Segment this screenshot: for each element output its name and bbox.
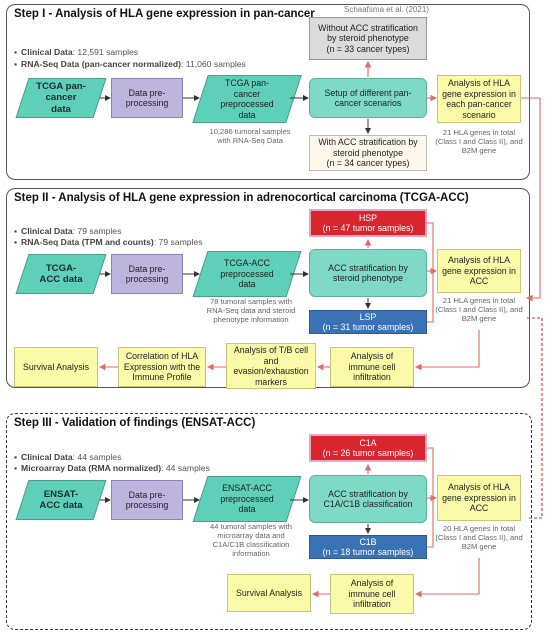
step2-title: Step II - Analysis of HLA gene expressio… xyxy=(14,192,469,204)
step1-bullet-rnaseq: RNA-Seq Data (pan-cancer normalized): 11… xyxy=(14,59,246,70)
step3-preprocessed-note: 44 tumoral samples with microarray data … xyxy=(210,522,292,558)
step2-analysis-box: Analysis of HLA gene expression in ACC xyxy=(437,249,521,293)
step2-correlation-box: Correlation of HLA Expression with the I… xyxy=(118,347,206,387)
step1-scenario-box: Setup of different pan-cancer scenarios xyxy=(309,78,427,118)
step2-preprocess-box: Data pre-processing xyxy=(111,254,183,294)
step3-stratification-box: ACC stratification by C1A/C1B classifica… xyxy=(309,475,427,523)
step2-hsp-box: HSP (n = 47 tumor samples) xyxy=(309,209,427,237)
step1-data-node: TCGA pan-cancer data xyxy=(15,78,107,118)
step1-preprocessed-node: TCGA pan-cancer preprocessed data xyxy=(192,75,302,123)
step3-data-node: ENSAT-ACC data xyxy=(15,480,107,520)
step2-data-node: TCGA-ACC data xyxy=(15,254,107,294)
step1-bullet-clinical: Clinical Data: 12,591 samples xyxy=(14,47,138,58)
step1-preprocessed-note: 10,286 tumoral samples with RNA-Seq Data xyxy=(209,127,291,145)
step3-c1b-box: C1B (n = 18 tumor samples) xyxy=(309,535,427,559)
step1-preprocess-box: Data pre-processing xyxy=(111,78,183,118)
step2-preprocessed-node: TCGA-ACC preprocessed data xyxy=(192,251,302,297)
step3-bullet-clinical: Clinical Data: 44 samples xyxy=(14,452,121,463)
step3-analysis-note: 20 HLA genes in total (Class I and Class… xyxy=(435,524,523,551)
step2-tcell-box: Analysis of T/B cell and evasion/exhaust… xyxy=(226,343,316,389)
step2-immune-box: Analysis of immune cell infiltration xyxy=(330,347,414,387)
step3-preprocess-box: Data pre-processing xyxy=(111,480,183,520)
step3-analysis-box: Analysis of HLA gene expression in ACC xyxy=(437,475,521,521)
step3-title: Step III - Validation of findings (ENSAT… xyxy=(14,417,256,429)
step3-preprocessed-node: ENSAT-ACC preprocessed data xyxy=(192,476,302,522)
step2-analysis-note: 21 HLA genes in total (Class I and Class… xyxy=(435,296,523,323)
step1-analysis-note: 21 HLA genes in total (Class I and Class… xyxy=(435,128,523,155)
step1-analysis-box: Analysis of HLA gene expression in each … xyxy=(437,75,521,123)
step2-preprocessed-note: 78 tumoral samples with RNA-Seq data and… xyxy=(206,297,296,324)
step2-survival-box: Survival Analysis xyxy=(14,347,98,387)
step1-title: Step I - Analysis of HLA gene expression… xyxy=(14,8,315,20)
step2-bullet-clinical: Clinical Data: 79 samples xyxy=(14,226,121,237)
step3-survival-box: Survival Analysis xyxy=(227,574,311,612)
step1-with-acc-box: With ACC stratification by steroid pheno… xyxy=(309,135,427,171)
step2-bullet-rnaseq: RNA-Seq Data (TPM and counts): 79 sample… xyxy=(14,237,202,248)
step2-stratification-box: ACC stratification by steroid phenotype xyxy=(309,249,427,297)
step3-c1a-box: C1A (n = 26 tumor samples) xyxy=(309,434,427,462)
step1-citation: Schaafsma et al. (2021) xyxy=(344,5,429,14)
step2-lsp-box: LSP (n = 31 tumor samples) xyxy=(309,310,427,334)
step1-without-acc-box: Without ACC stratification by steroid ph… xyxy=(309,17,427,60)
step3-bullet-microarray: Microarray Data (RMA normalized): 44 sam… xyxy=(14,463,210,474)
step3-immune-box: Analysis of immune cell infiltration xyxy=(330,574,414,614)
